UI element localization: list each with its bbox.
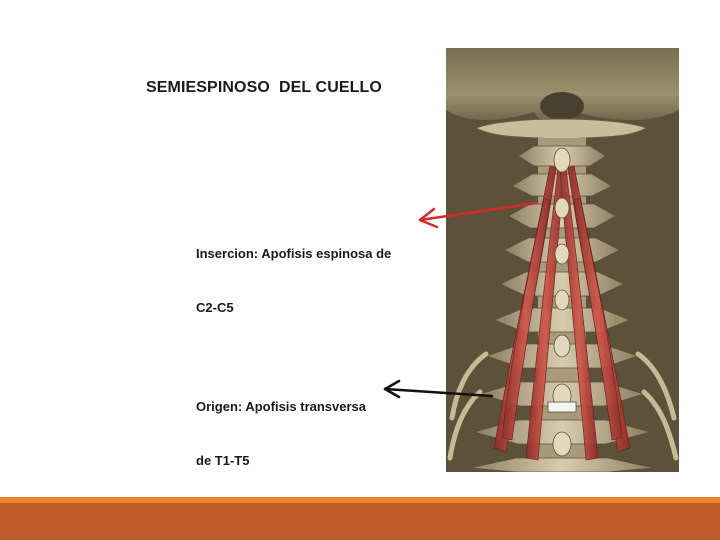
- cervical-spine-illustration: [446, 48, 679, 472]
- spinous-processes: [547, 147, 577, 457]
- footer-accent-line: [0, 497, 720, 503]
- origen-label: Origen: Apofisis transversa de T1-T5: [196, 362, 366, 506]
- origen-label-line-2: de T1-T5: [196, 453, 250, 468]
- skull-base: [446, 48, 679, 126]
- insercion-label-line-1: Insercion: Apofisis espinosa de: [196, 246, 392, 261]
- footer-bar: [0, 503, 720, 540]
- slide-title: SEMIESPINOSO DEL CUELLO: [146, 79, 382, 96]
- atlas-vertebra: [474, 118, 648, 141]
- origen-label-line-1: Origen: Apofisis transversa: [196, 399, 367, 414]
- insercion-label-line-2: C2-C5: [196, 300, 234, 315]
- foramen-shadow: [540, 92, 584, 120]
- insercion-label: Insercion: Apofisis espinosa de C2-C5: [196, 209, 391, 353]
- semispinalis-muscle: [493, 165, 631, 461]
